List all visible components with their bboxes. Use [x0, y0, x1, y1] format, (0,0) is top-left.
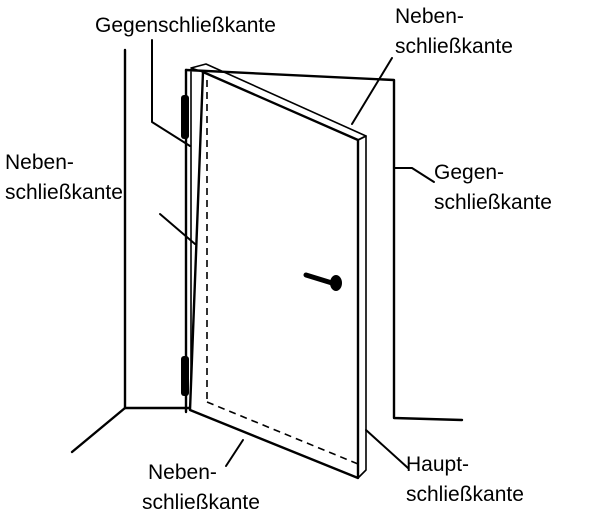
frame-top-line	[184, 68, 464, 422]
label-hauptschliesskante: Haupt- schließkante	[406, 450, 524, 510]
label-line-2: schließkante	[434, 191, 552, 214]
leader-right	[393, 167, 435, 183]
floor-corner-line	[70, 406, 127, 454]
label-line-1: Neben-	[395, 5, 464, 28]
label-text: Gegenschließkante	[95, 14, 276, 37]
label-line-2: schließkante	[406, 483, 524, 506]
bottom-dashed-edge	[206, 401, 359, 465]
label-line-1: Neben-	[5, 151, 74, 174]
upper-hinge-icon	[181, 95, 189, 139]
label-line-1: Haupt-	[406, 453, 470, 476]
label-line-2: schließkante	[5, 181, 123, 204]
label-gegenschliesskante-top: Gegenschließkante	[95, 11, 276, 41]
label-nebenschliesskante-bottom: Neben- schließkante	[142, 458, 260, 518]
leader-top-right	[351, 57, 393, 125]
leader-bottom-right	[365, 429, 409, 469]
door-bottom-edge	[189, 409, 359, 479]
leader-left	[159, 213, 196, 245]
door-opening-edge	[357, 135, 367, 479]
label-line-1: Gegen-	[434, 161, 505, 184]
door-face	[188, 70, 360, 480]
label-nebenschliesskante-left: Neben- schließkante	[5, 148, 123, 208]
lower-hinge-icon	[181, 356, 189, 396]
leader-bottom-left	[225, 439, 244, 467]
leader-top-left	[151, 39, 191, 147]
door-handle-icon	[303, 272, 342, 291]
label-nebenschliesskante-top-right: Neben- schließkante	[395, 2, 513, 62]
door-leaf	[188, 63, 367, 480]
label-line-1: Neben-	[148, 461, 217, 484]
label-gegenschliesskante-right: Gegen- schließkante	[434, 158, 552, 218]
label-line-2: schließkante	[142, 491, 260, 514]
leader-lines	[151, 39, 435, 469]
label-line-2: schließkante	[395, 35, 513, 58]
